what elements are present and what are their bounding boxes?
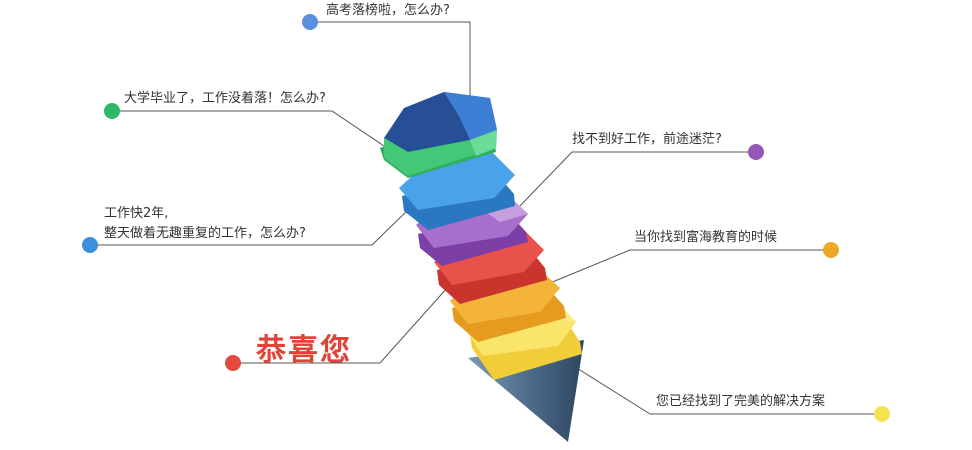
label-congrats: 恭喜您 bbox=[256, 333, 352, 368]
dot-two-years bbox=[82, 237, 98, 253]
label-no-job: 找不到好工作，前途迷茫? bbox=[572, 132, 722, 147]
tier-green-navy bbox=[380, 92, 497, 178]
leader-line-graduate bbox=[112, 110, 391, 151]
label-found-fuhai: 当你找到富海教育的时候 bbox=[634, 230, 778, 245]
leader-line-solution bbox=[571, 364, 874, 415]
leader-line-gaokao bbox=[318, 21, 471, 98]
leader-line-two-years bbox=[90, 207, 411, 246]
leader-line-congrats bbox=[238, 286, 449, 364]
label-solution: 您已经找到了完美的解决方案 bbox=[656, 394, 826, 409]
label-gaokao: 高考落榜啦，怎么办? bbox=[326, 3, 450, 18]
label-two-years-line2: 整天做着无趣重复的工作，怎么办? bbox=[104, 226, 306, 241]
leader-lines bbox=[90, 21, 874, 415]
label-two-years-line1: 工作快2年, bbox=[104, 206, 169, 221]
leader-line-no-job bbox=[517, 151, 748, 209]
dot-congrats bbox=[225, 355, 241, 371]
label-graduate: 大学毕业了，工作没着落！怎么办? bbox=[124, 91, 326, 106]
dot-graduate bbox=[104, 103, 120, 119]
dot-found bbox=[823, 242, 839, 258]
marker-dots bbox=[82, 14, 890, 422]
dot-solution bbox=[874, 406, 890, 422]
dot-no-job bbox=[748, 144, 764, 160]
leader-line-found bbox=[549, 249, 828, 284]
dot-gaokao bbox=[302, 14, 318, 30]
